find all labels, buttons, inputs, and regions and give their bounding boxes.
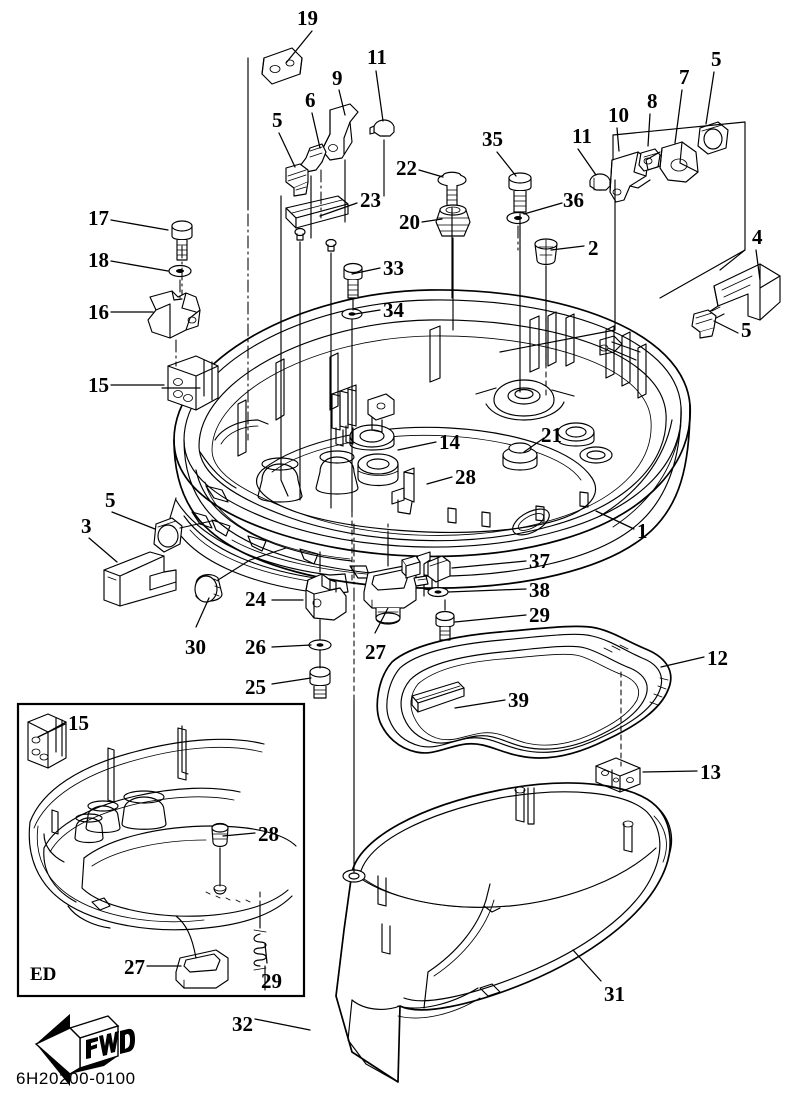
- part-13-bracket-plate: [595, 757, 641, 793]
- callout-number-c34: 34: [383, 298, 404, 322]
- callout-number-c11a: 11: [367, 45, 387, 69]
- part-15-mount-block: [167, 355, 219, 411]
- callout-number-c2: 2: [588, 236, 599, 260]
- callout-number-c5b: 5: [711, 47, 722, 71]
- part-31-lower-cowling: [335, 782, 673, 1083]
- part-29-bolt: [435, 610, 455, 641]
- callout-number-c4: 4: [752, 225, 763, 249]
- part-11-flange-bolt-upper: [369, 119, 395, 137]
- part-5-grommet-left: [153, 517, 183, 553]
- callout-number-c32: 32: [232, 1012, 253, 1036]
- part-38-washer: [427, 586, 449, 598]
- callout-number-c15a: 15: [88, 373, 109, 397]
- part-26-washer: [308, 639, 332, 651]
- callout-number-c10: 10: [608, 103, 629, 127]
- callout-number-c5d: 5: [105, 488, 116, 512]
- callout-number-c23: 23: [360, 188, 381, 212]
- part-9-hook-lever: [321, 103, 359, 161]
- callout-number-c33: 33: [383, 256, 404, 280]
- callout-number-c31: 31: [604, 982, 625, 1006]
- part-5-grommet-top: [285, 163, 309, 197]
- part-18-washer: [168, 264, 192, 278]
- part-37-clip-set: [401, 551, 451, 587]
- part-number-label: 6H20200-0100: [16, 1069, 136, 1088]
- callout-number-c37: 37: [529, 549, 550, 573]
- callout-number-c1: 1: [637, 519, 648, 543]
- part-36-washer: [506, 211, 530, 225]
- callout-number-c17: 17: [88, 206, 109, 230]
- callout-number-c12: 12: [707, 646, 728, 670]
- part-5-grommet-topright: [697, 121, 729, 155]
- callout-number-c22: 22: [396, 156, 417, 180]
- part-11-flange-bolt-lower: [589, 173, 611, 191]
- callout-number-c35: 35: [482, 127, 503, 151]
- part-4-l-seal: [705, 263, 781, 321]
- callout-number-c20: 20: [399, 210, 420, 234]
- callout-number-c5c: 5: [741, 318, 752, 342]
- callout-number-c28b: 28: [258, 822, 279, 846]
- callout-number-c21: 21: [541, 423, 562, 447]
- callout-number-c26: 26: [245, 635, 266, 659]
- part-19-bracket: [261, 47, 303, 85]
- inset-ed-label: ED: [30, 964, 57, 985]
- fwd-direction-arrow: [34, 1014, 135, 1086]
- callout-number-c11b: 11: [572, 124, 592, 148]
- callout-number-c13: 13: [700, 760, 721, 784]
- part-2-rubber-plug: [534, 238, 558, 266]
- callout-number-c9: 9: [332, 66, 343, 90]
- callout-number-c19: 19: [297, 6, 318, 30]
- callout-number-c36: 36: [563, 188, 584, 212]
- callout-number-c14: 14: [439, 430, 460, 454]
- callout-number-c25: 25: [245, 675, 266, 699]
- callout-number-c6: 6: [305, 88, 316, 112]
- part-7-latch-plate: [645, 141, 699, 183]
- part-25-bolt: [309, 666, 331, 699]
- inset-detail-box: [16, 702, 306, 998]
- callout-number-c29a: 29: [529, 603, 550, 627]
- callout-number-c38: 38: [529, 578, 550, 602]
- callout-number-c16: 16: [88, 300, 109, 324]
- callout-number-c7: 7: [679, 65, 690, 89]
- part-24-clamp: [305, 573, 347, 621]
- part-33-bolt: [343, 262, 363, 299]
- callout-number-c28a: 28: [455, 465, 476, 489]
- part-22-flange-screw: [437, 171, 467, 207]
- part-8-collar: [638, 148, 661, 172]
- callout-number-c39: 39: [508, 688, 529, 712]
- part-5-grommet-right: [691, 309, 717, 339]
- callout-number-c24: 24: [245, 587, 266, 611]
- callout-number-c15b: 15: [68, 711, 89, 735]
- assembly-guide-lines: [161, 57, 746, 873]
- callout-number-c30: 30: [185, 635, 206, 659]
- callout-number-c27a: 27: [365, 640, 386, 664]
- callout-number-c27b: 27: [124, 955, 145, 979]
- part-34-washer: [341, 308, 363, 320]
- part-3-handle-grip: [103, 551, 177, 607]
- part-23-rail-strip: [285, 195, 349, 252]
- callout-number-c18: 18: [88, 248, 109, 272]
- callout-number-c3: 3: [81, 514, 92, 538]
- part-20-rubber-grommet: [435, 204, 471, 237]
- part-17-bolt: [171, 220, 193, 261]
- part-12-gasket-seal: [376, 625, 672, 759]
- part-35-hex-bolt: [508, 172, 532, 213]
- part-16-mount-bracket: [147, 290, 201, 339]
- part-30-rubber-plug: [194, 574, 223, 603]
- callout-number-c29b: 29: [261, 969, 282, 993]
- callout-number-c8: 8: [647, 89, 658, 113]
- callout-number-c5a: 5: [272, 108, 283, 132]
